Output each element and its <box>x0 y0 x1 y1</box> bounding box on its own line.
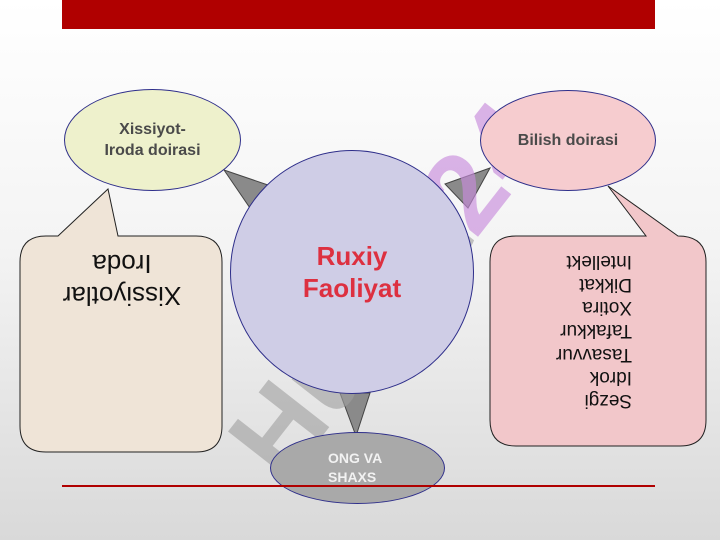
bottom-node: ONG VA SHAXS <box>270 432 445 504</box>
right-callout-item: Intellekt <box>566 250 632 272</box>
center-title-line: Faoliyat <box>302 273 402 303</box>
top-accent-bar <box>62 0 655 29</box>
left-callout-item: Xissiyotlar <box>62 281 182 311</box>
center-node: Ruxiy Faoliyat <box>230 150 474 394</box>
right-callout-item: Idrok <box>589 366 632 388</box>
arrow-bottom <box>339 392 371 438</box>
center-title-line: Ruxiy <box>316 241 388 271</box>
right-callout: Sezgi Idrok Tasavvur Tafakkur Xotira Dik… <box>488 186 710 448</box>
left-callout: Xissiyotlar Iroda <box>18 186 226 454</box>
top-left-label-line: Xissiyot- <box>119 121 186 138</box>
right-callout-item: Tafakkur <box>560 320 632 342</box>
top-right-node: Bilish doirasi <box>480 90 656 191</box>
right-callout-item: Tasavvur <box>555 343 632 365</box>
bottom-divider-line <box>62 485 655 487</box>
right-callout-shape <box>489 185 707 447</box>
right-callout-item: Dikkat <box>579 273 632 295</box>
arrow-top-right <box>444 167 492 209</box>
right-callout-item: Sezgi <box>584 390 632 411</box>
bottom-label-line: SHAXS <box>328 469 377 485</box>
left-callout-shape <box>19 188 223 453</box>
bottom-label-line: ONG VA <box>328 450 383 466</box>
right-callout-item: Xotira <box>582 297 632 319</box>
top-left-node: Xissiyot- Iroda doirasi <box>64 89 241 191</box>
left-callout-text: Xissiyotlar Iroda <box>18 186 226 454</box>
left-callout-item: Iroda <box>92 249 152 279</box>
right-callout-text: Sezgi Idrok Tasavvur Tafakkur Xotira Dik… <box>488 186 710 448</box>
top-left-label-line: Iroda doirasi <box>104 142 201 159</box>
top-right-label: Bilish doirasi <box>517 131 619 149</box>
